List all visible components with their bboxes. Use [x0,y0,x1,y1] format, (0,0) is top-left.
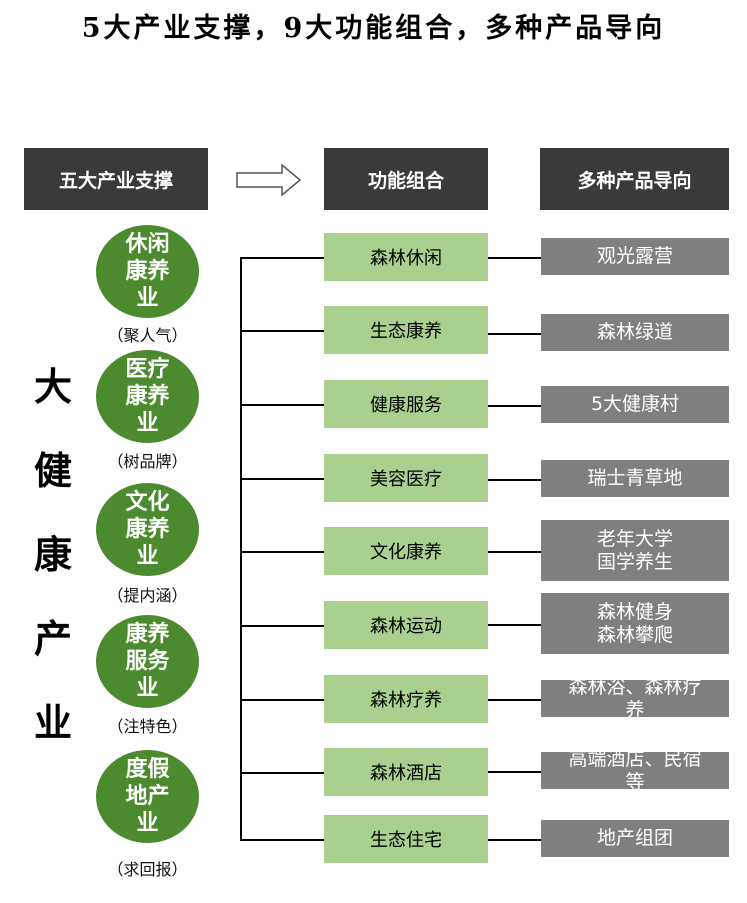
product-box-label: 5大健康村 [590,393,680,415]
industry-circle-label: 业 [136,811,159,836]
industry-circle: 文化康养业 [96,483,199,576]
connector-line [488,624,541,626]
vertical-title-char: 康 [33,533,72,577]
product-box: 老年大学国学养生 [541,520,729,581]
vertical-title: 大健康产业 [28,345,78,765]
product-box: 高端酒店、民宿等 [541,752,729,789]
connector-line [488,771,541,773]
industry-circle-label: 业 [136,676,159,701]
connector-line [240,330,324,332]
industry-caption: （聚人气） [107,326,188,345]
connector-line [488,257,541,259]
product-box: 森林绿道 [541,314,729,351]
connector-line [240,699,324,701]
product-box: 森林浴、森林疗养 [541,680,729,717]
industry-circle: 度假地产业 [96,750,199,843]
connector-line [240,625,324,627]
industry-circle-label: 康养 [125,259,170,284]
connector-line [240,478,324,480]
product-box-label: 地产组团 [596,827,673,849]
vertical-title-char: 业 [33,701,72,745]
product-box-label: 观光露营 [596,245,673,267]
connector-line [488,405,541,407]
industry-circle: 医疗康养业 [96,350,199,443]
function-box: 生态康养 [324,306,488,354]
product-box: 5大健康村 [541,386,729,423]
product-box-label: 森林攀爬 [596,623,673,646]
function-box: 生态住宅 [324,815,488,863]
product-box: 地产组团 [541,820,729,857]
industry-circle-label: 业 [136,411,159,436]
product-box-label: 养 [625,698,645,718]
industry-caption: （注特色） [107,717,188,736]
industry-caption: （树品牌） [107,452,188,471]
connector-line [488,479,541,481]
connector-line [240,839,324,841]
function-box: 森林疗养 [324,675,488,723]
connector-bus-line [240,257,242,841]
product-box-label: 瑞士青草地 [587,467,683,489]
product-box-label: 等 [625,770,645,790]
header-products: 多种产品导向 [540,148,729,210]
industry-circle-label: 度假 [125,757,170,782]
connector-line [240,257,324,259]
industry-circle-label: 康养 [125,384,170,409]
connector-line [488,551,541,553]
header-functions: 功能组合 [324,148,488,210]
function-box: 文化康养 [324,527,488,575]
product-box-label: 高端酒店、民宿 [568,752,702,770]
industry-circle-label: 文化 [125,490,170,515]
vertical-title-char: 健 [33,449,72,493]
product-box-label: 老年大学 [596,527,673,550]
product-box-label: 森林健身 [596,600,673,623]
product-box: 森林健身森林攀爬 [541,593,729,654]
function-box: 森林休闲 [324,233,488,281]
product-box: 瑞士青草地 [541,460,729,497]
industry-circle-label: 业 [136,544,159,569]
vertical-title-char: 大 [33,365,72,409]
industry-circle-label: 休闲 [125,232,170,257]
industry-circle-label: 服务 [125,649,170,674]
page-title: 5大产业支撑，9大功能组合，多种产品导向 [81,13,666,44]
industry-circle: 康养服务业 [96,615,199,708]
function-box: 健康服务 [324,380,488,428]
industry-circle: 休闲康养业 [96,225,199,318]
industry-circle-label: 地产 [125,784,170,809]
industry-caption: （提内涵） [107,586,188,605]
industry-circle-label: 康养 [125,517,170,542]
industry-circle-label: 业 [136,286,159,311]
connector-line [240,404,324,406]
connector-line [240,772,324,774]
header-industries: 五大产业支撑 [24,148,208,210]
industry-circle-label: 康养 [125,622,170,647]
vertical-title-char: 产 [33,617,72,661]
industry-circle-label: 医疗 [125,357,170,382]
industry-caption: （求回报） [107,860,188,879]
right-outline-arrow-icon [236,164,302,196]
product-box-label: 国学养生 [596,550,673,573]
connector-line [488,699,541,701]
function-box: 美容医疗 [324,454,488,502]
product-box: 观光露营 [541,238,729,275]
function-box: 森林运动 [324,601,488,649]
connector-line [488,333,541,335]
connector-line [488,839,541,841]
product-box-label: 森林浴、森林疗 [568,680,702,698]
function-box: 森林酒店 [324,748,488,796]
product-box-label: 森林绿道 [596,321,673,343]
connector-line [240,551,324,553]
